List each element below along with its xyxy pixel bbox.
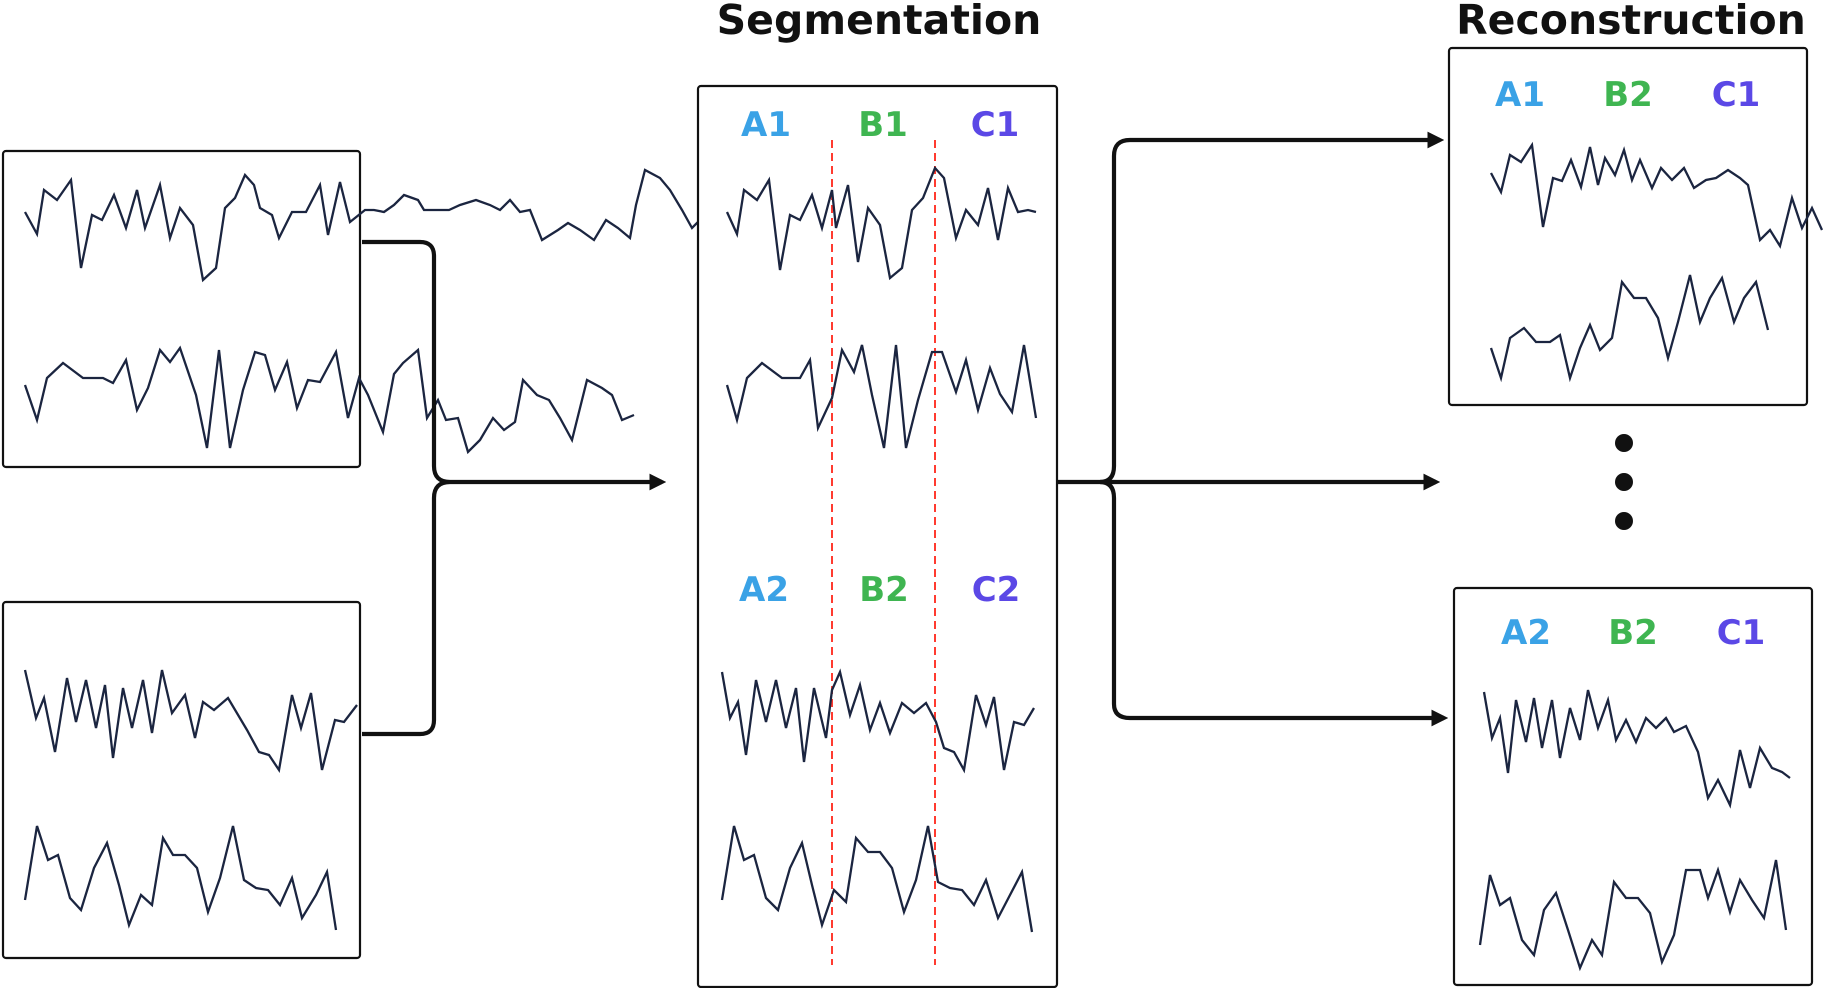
reconstruction-1-label-a1: A1: [1495, 75, 1545, 115]
input-sample-2-wave-2: [23, 825, 338, 931]
segmentation-panel: [696, 84, 1059, 988]
ellipsis-dot-1: [1615, 434, 1633, 452]
segment-label-c2: C2: [972, 570, 1021, 610]
reconstruction-1-label-b2: B2: [1603, 75, 1653, 115]
segmentation-wave-2: [725, 344, 1038, 449]
reconstruction-2-label-a2: A2: [1501, 613, 1551, 653]
reconstruction-1-wave-2: [1489, 274, 1770, 383]
branch-connector: [1058, 137, 1131, 721]
segment-label-b2: B2: [859, 570, 909, 610]
ellipsis-dot-2: [1615, 473, 1633, 491]
input-sample-1-wave-2: [23, 345, 635, 455]
reconstruction-2-label-c1: C1: [1717, 613, 1766, 653]
input-sample-2-wave-1: [23, 669, 358, 774]
reconstruction-1-panel: [1447, 46, 1809, 407]
merge-connector: [362, 239, 451, 737]
input-sample-1-panel: [1, 149, 362, 469]
segmentation-wave-4: [720, 825, 1034, 933]
segment-label-a1: A1: [741, 105, 791, 145]
segment-label-b1: B1: [858, 105, 908, 145]
segmentation-wave-3: [720, 668, 1035, 774]
reconstruction-1-label-c1: C1: [1712, 75, 1761, 115]
reconstruction-title: Reconstruction: [1456, 0, 1806, 44]
reconstruction-2-label-b2: B2: [1608, 613, 1658, 653]
segment-label-a2: A2: [739, 570, 789, 610]
segment-label-c1: C1: [971, 105, 1020, 145]
reconstruction-2-wave-2: [1478, 859, 1788, 972]
input-sample-2-panel: [1, 600, 362, 960]
reconstruction-1-wave-1: [1489, 141, 1823, 249]
segmentation-wave-1: [725, 165, 1037, 281]
segmentation-title: Segmentation: [717, 0, 1042, 44]
ellipsis-dot-3: [1615, 512, 1633, 530]
reconstruction-2-wave-1: [1482, 689, 1791, 809]
